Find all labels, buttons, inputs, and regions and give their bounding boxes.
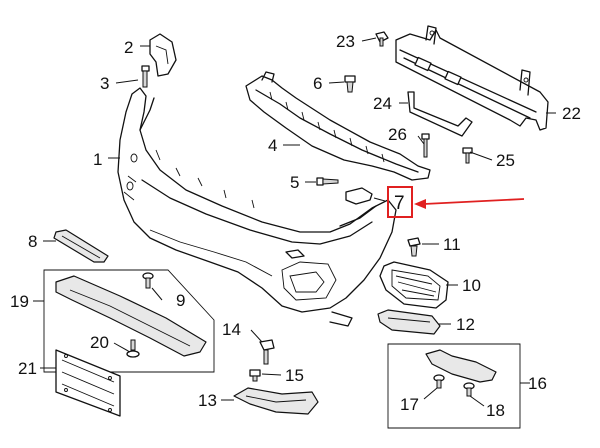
callout-1: 1 bbox=[93, 150, 102, 169]
leader-lines bbox=[33, 37, 556, 407]
clip-9 bbox=[142, 272, 154, 289]
callout-17: 17 bbox=[400, 395, 419, 414]
bracket-2 bbox=[149, 33, 177, 77]
bracket-24 bbox=[407, 91, 473, 137]
callout-12: 12 bbox=[456, 315, 475, 334]
callout-20: 20 bbox=[90, 333, 109, 352]
pin-17 bbox=[433, 374, 445, 389]
bolt-23 bbox=[375, 31, 389, 47]
bumper-cover bbox=[117, 87, 397, 327]
callout-18: 18 bbox=[486, 401, 505, 420]
bolt-3 bbox=[141, 65, 150, 88]
callout-14: 14 bbox=[222, 320, 241, 339]
energy-absorber bbox=[245, 71, 431, 181]
lower-trim-13 bbox=[233, 387, 319, 415]
callout-16: 16 bbox=[528, 374, 547, 393]
callout-22: 22 bbox=[562, 104, 581, 123]
highlight-arrow bbox=[423, 198, 525, 205]
callout-3: 3 bbox=[100, 74, 109, 93]
callout-11: 11 bbox=[443, 235, 461, 254]
callout-10: 10 bbox=[462, 276, 481, 295]
callout-23: 23 bbox=[336, 32, 355, 51]
bolt-14 bbox=[259, 339, 275, 365]
highlight-arrowhead bbox=[414, 199, 426, 209]
clip-15 bbox=[249, 369, 261, 382]
bracket-16 bbox=[425, 349, 497, 383]
callout-2: 2 bbox=[124, 38, 133, 57]
callout-26: 26 bbox=[388, 125, 407, 144]
callout-8: 8 bbox=[28, 232, 37, 251]
pin-18 bbox=[463, 382, 475, 397]
bolt-25 bbox=[462, 147, 473, 164]
lower-trim-12 bbox=[377, 309, 441, 335]
group-box-16 bbox=[387, 343, 521, 429]
callout-21: 21 bbox=[18, 359, 37, 378]
screw-5 bbox=[316, 177, 339, 186]
callout-4: 4 bbox=[268, 136, 277, 155]
callout-25: 25 bbox=[496, 151, 515, 170]
fog-lamp-bezel bbox=[379, 261, 449, 309]
callout-7: 7 bbox=[394, 193, 405, 214]
callout-6: 6 bbox=[313, 74, 322, 93]
callout-13: 13 bbox=[198, 391, 217, 410]
callout-9: 9 bbox=[176, 291, 185, 310]
grille-insert-8 bbox=[53, 229, 109, 263]
license-plate-bracket bbox=[55, 349, 121, 417]
callout-19: 19 bbox=[10, 292, 29, 311]
callout-15: 15 bbox=[285, 366, 304, 385]
callout-numbers: 1 2 3 4 5 6 7 8 9 10 11 12 13 14 15 16 1… bbox=[10, 32, 581, 420]
callout-24: 24 bbox=[373, 94, 392, 113]
clip-6 bbox=[344, 75, 356, 93]
group-box-19 bbox=[43, 269, 215, 373]
highlight-box bbox=[387, 186, 413, 218]
clip-20 bbox=[126, 339, 140, 358]
tow-hook-cover bbox=[345, 187, 373, 205]
callout-5: 5 bbox=[290, 173, 299, 192]
reinforcement-bar bbox=[395, 25, 549, 131]
bolt-26 bbox=[421, 133, 430, 158]
clip-11 bbox=[407, 237, 421, 257]
